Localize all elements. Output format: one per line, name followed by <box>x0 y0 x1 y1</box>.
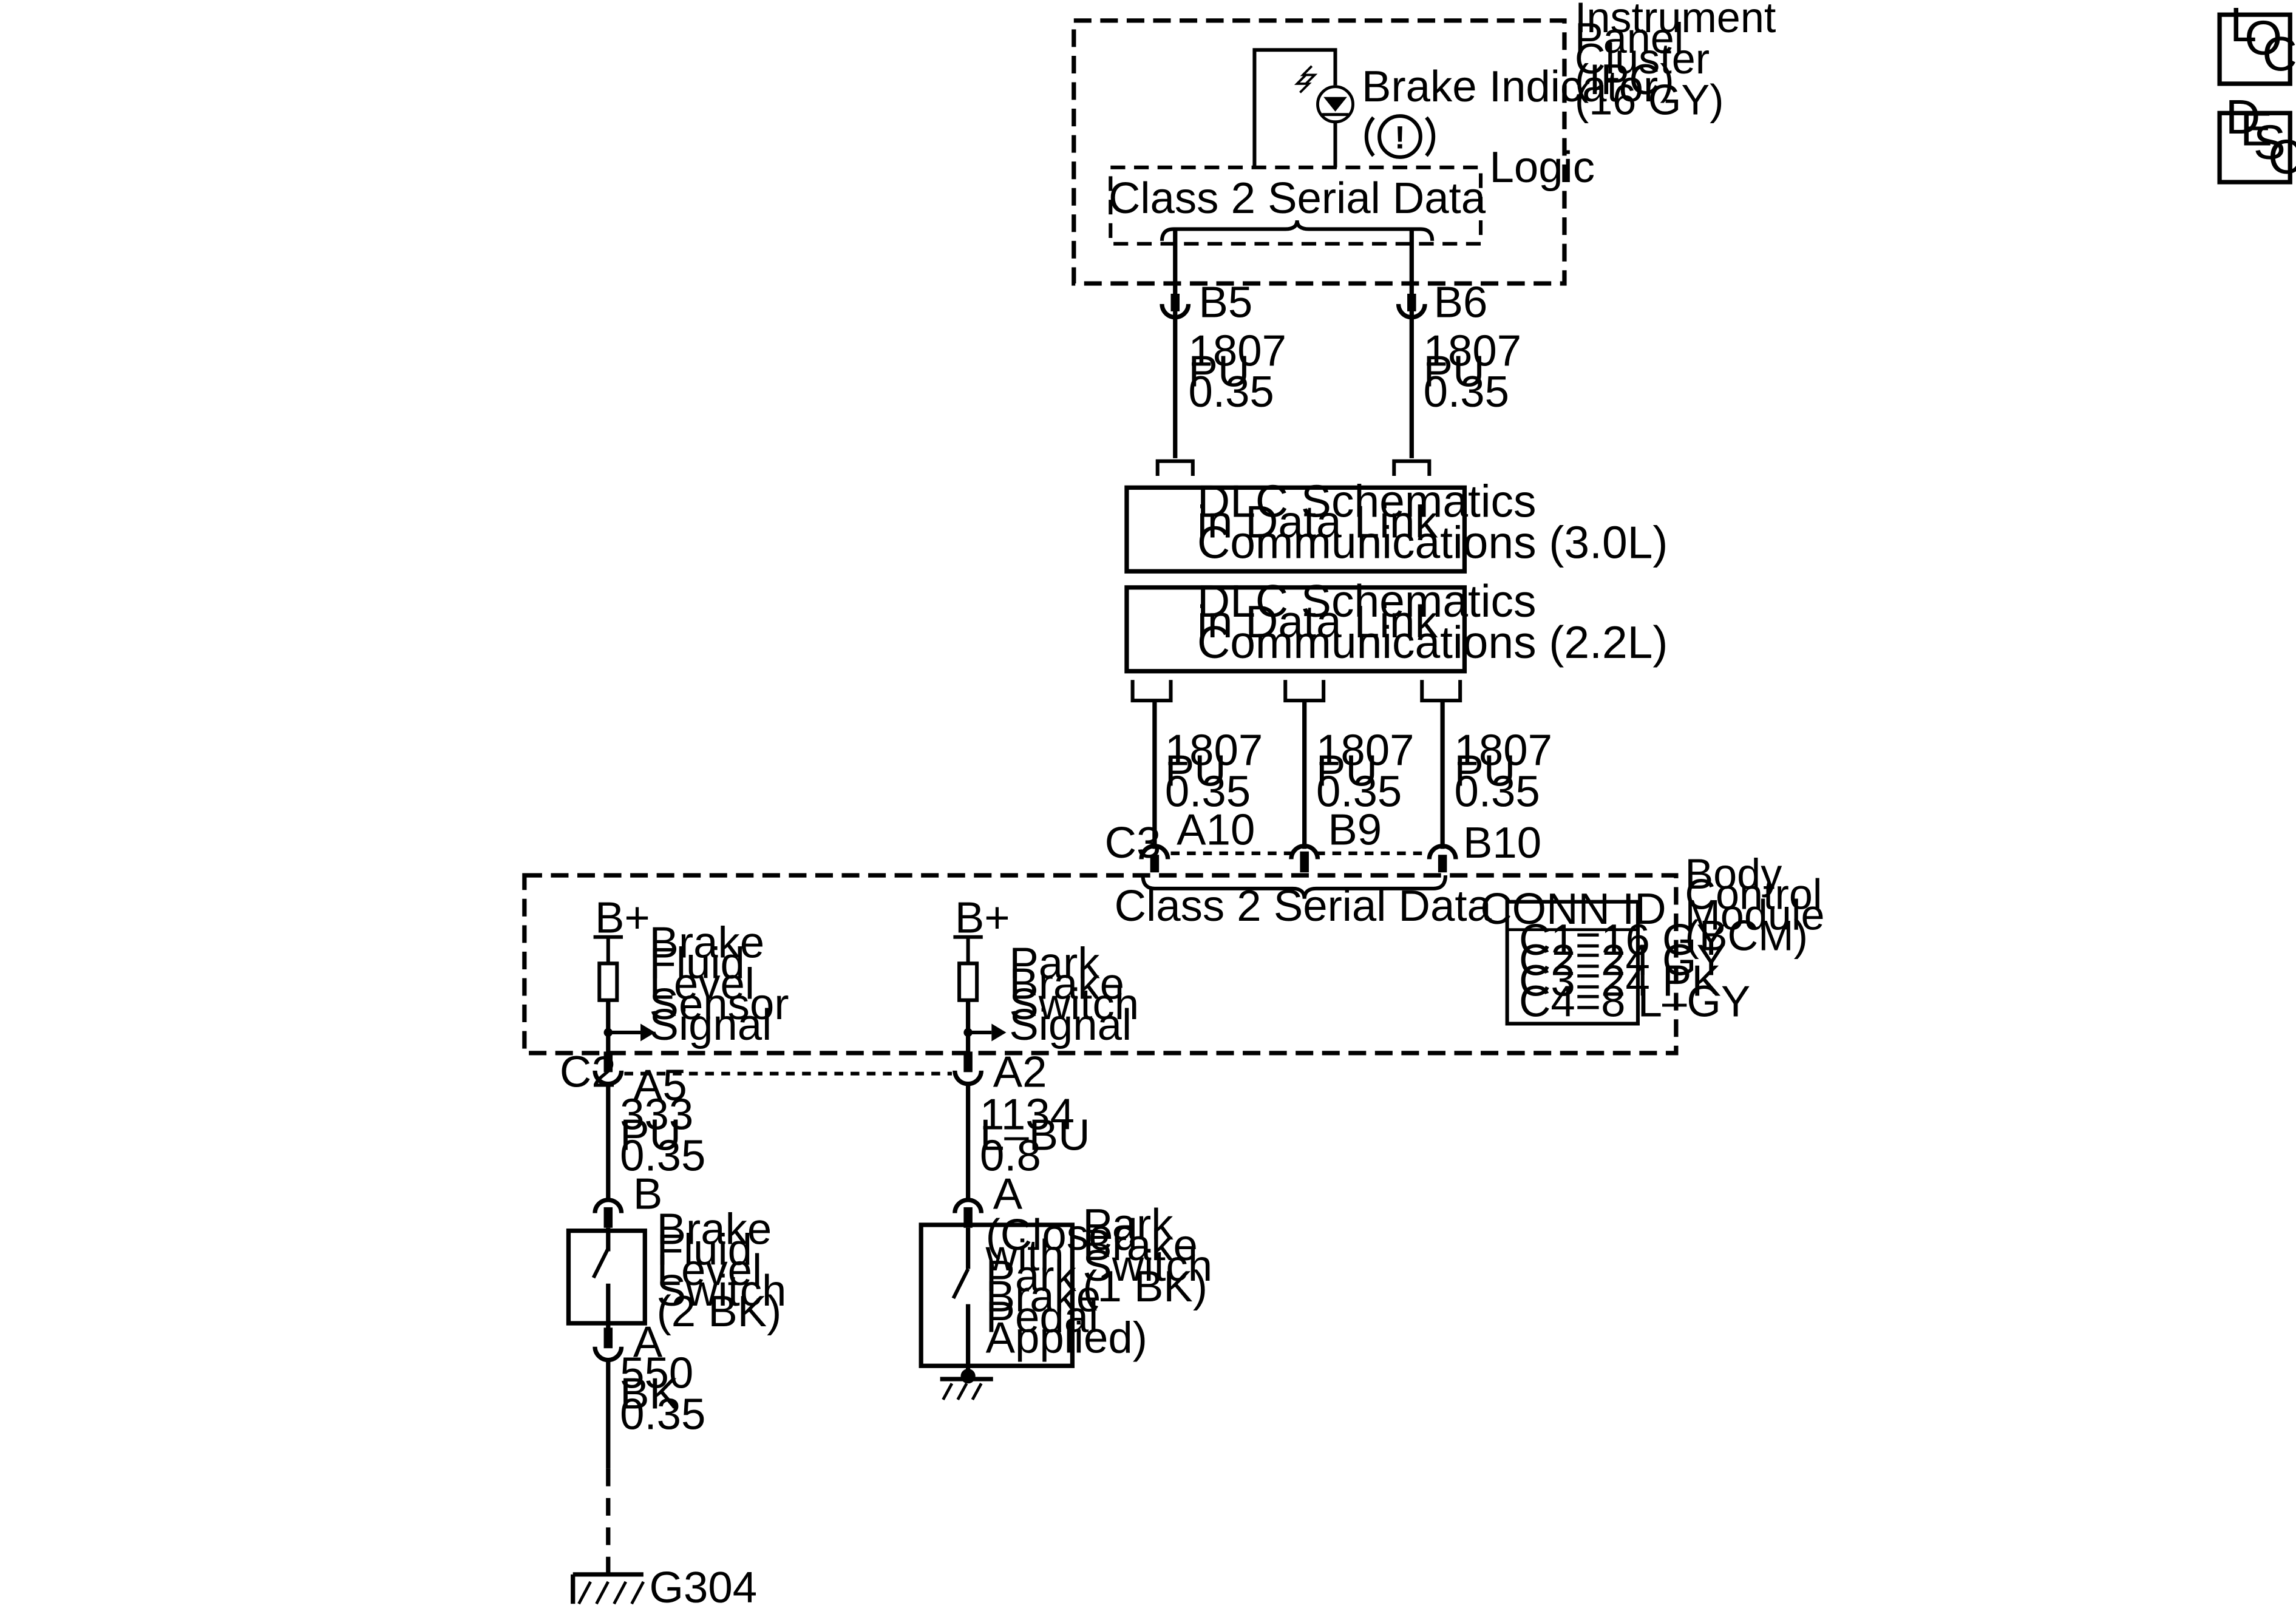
fluid-level-feed <box>593 935 656 1066</box>
connector-fluid-a <box>593 1327 624 1363</box>
wire-a10-label: 1807 PU 0.35 <box>1165 726 1275 816</box>
pin-a5-label: A5 <box>633 1060 687 1110</box>
pin-b6-label: B6 <box>1434 278 1488 327</box>
ipc-serial-data-label: Class 2 Serial Data <box>1109 174 1486 223</box>
fluid-level-signal-label: Brake Fluid Level Sensor Signal <box>650 918 801 1049</box>
bcm-title: Body Control Module (BCM) <box>1685 850 1836 960</box>
loc-badge-label: L O C <box>2230 0 2296 81</box>
park-brake-switch-icon <box>951 1227 976 1384</box>
park-signal-arrow-icon <box>991 1023 1007 1042</box>
park-brake-switch-label: Park Brake Switch (1 BK) <box>1082 1200 1224 1311</box>
connector-c3-a10 <box>1139 844 1170 873</box>
bplus-right-label: B+ <box>955 893 1010 942</box>
connector-fluid-b <box>593 1198 624 1228</box>
fluid-resistor-icon <box>597 961 619 1002</box>
conn-id-title: CONN ID <box>1480 884 1666 934</box>
wire-b10-label: 1807 PU 0.35 <box>1454 726 1564 816</box>
wire-b9-label: 1807 PU 0.35 <box>1316 726 1427 816</box>
connector-c3-b10 <box>1427 844 1458 873</box>
wire-b6-label: 1807 PU 0.35 <box>1424 326 1534 416</box>
pin-fluid-b-label: B <box>633 1169 662 1218</box>
connector-c2-a2 <box>953 1051 984 1086</box>
bcm-serial-data-label: Class 2 Serial Data <box>1115 881 1492 931</box>
park-brake-switch-note: (Closed with Park Brake Pedal Applied) <box>985 1210 1150 1362</box>
dlc-30-stub-right <box>1392 459 1432 476</box>
pin-b5-label: B5 <box>1198 278 1252 327</box>
pin-b9-label: B9 <box>1328 805 1382 854</box>
ipc-outline <box>1072 18 1567 286</box>
dlc-22-stub-left <box>1130 680 1173 703</box>
connector-c2-label: C2 <box>560 1048 616 1097</box>
connector-b5 <box>1160 293 1191 458</box>
logic-label: Logic <box>1490 143 1595 192</box>
park-resistor-icon <box>957 961 979 1002</box>
pin-fluid-a-label: A <box>633 1318 663 1367</box>
brake-indicator-label: Brake Indicator <box>1362 62 1658 111</box>
desc-badge[interactable] <box>2217 110 2292 185</box>
ipc-serial-brace <box>1160 220 1435 241</box>
brake-fluid-switch-label: Brake Fluid Level Switch (2 BK) <box>657 1204 799 1335</box>
desc-badge-label: D E S C <box>2226 90 2296 183</box>
connector-b6 <box>1396 293 1427 458</box>
ipc-title: Instrument Panel Cluster (IPC) (16 GY) <box>1575 0 1788 124</box>
ipc-logic-box <box>1109 165 1483 246</box>
wire-1134-label: 1134 L–BU 0.8 <box>980 1090 1102 1181</box>
bcm-serial-brace <box>1141 875 1447 900</box>
conn-id-box <box>1505 900 1640 1026</box>
wire-333-label: 333 PU 0.35 <box>620 1090 705 1181</box>
dlc-30-label[interactable]: DLC Schematics in Data Link Communicatio… <box>1197 476 1668 568</box>
bplus-left-label: B+ <box>595 893 650 942</box>
connector-c3-label: C3 <box>1105 818 1161 867</box>
dlc-22-box <box>1124 585 1467 674</box>
ipc-module <box>1072 18 1567 306</box>
brake-warning-icon <box>1364 114 1436 159</box>
indicator-wire <box>1252 48 1337 168</box>
wire-b5-label: 1807 PU 0.35 <box>1189 326 1299 416</box>
led-icon <box>1294 65 1354 124</box>
bcm-outline <box>522 873 1679 1056</box>
connector-c3-b9 <box>1289 844 1320 873</box>
pin-park-a-label: A <box>993 1169 1023 1218</box>
park-brake-switch-box <box>919 1222 1075 1368</box>
wire-550-label: 550 BK 0.35 <box>620 1349 705 1439</box>
pin-a2-label: A2 <box>993 1048 1047 1097</box>
ground-g304-icon <box>571 1572 645 1605</box>
pin-b10-label: B10 <box>1463 818 1541 867</box>
pin-a10-label: A10 <box>1177 805 1255 854</box>
conn-id-list: C1=16 GY C2=24 GY C3=24 PK C4=8 L–GY <box>1519 915 1750 1026</box>
park-brake-signal-label: Park Brake Switch Signal <box>1009 938 1151 1049</box>
brake-warning-symbol: ! <box>1394 120 1405 155</box>
ground-g304-label: G304 <box>650 1563 758 1612</box>
dlc-22-label[interactable]: DLC Schematics in Data Link Communicatio… <box>1197 575 1668 668</box>
dlc-22-stub-center <box>1283 680 1326 703</box>
dlc-30-stub-left <box>1155 459 1195 476</box>
dlc-30-box <box>1124 485 1467 574</box>
dlc-22-stub-right <box>1420 680 1462 703</box>
ground-park-icon <box>940 1377 993 1401</box>
fluid-signal-arrow-icon <box>640 1023 656 1042</box>
loc-badge[interactable] <box>2217 12 2292 86</box>
